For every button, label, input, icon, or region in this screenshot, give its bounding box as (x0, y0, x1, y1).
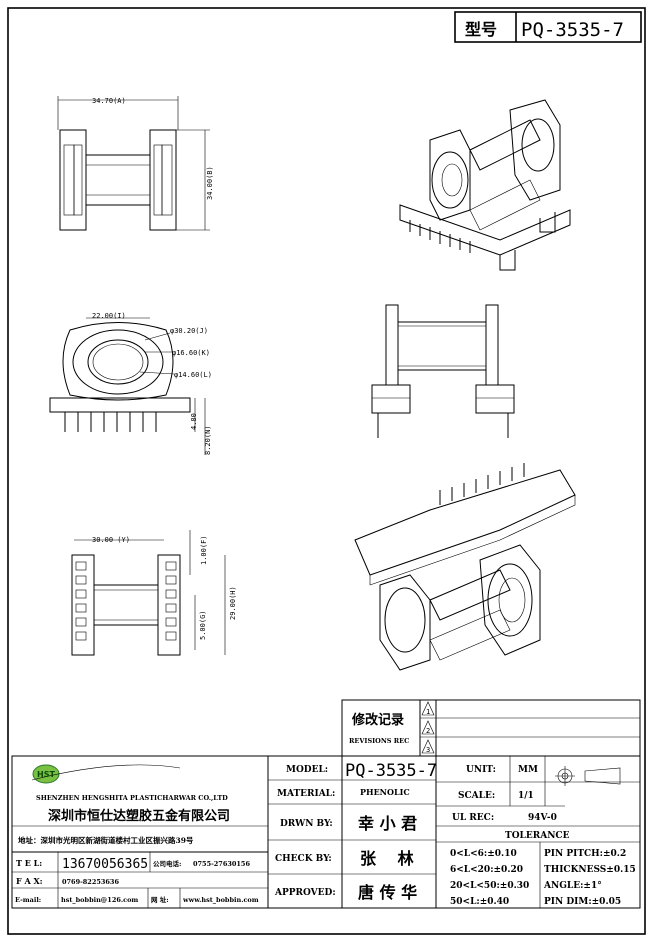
company-name-cn: 深圳市恒仕达塑胶五金有限公司 (48, 808, 230, 824)
spec-tolerance-label: TOLERANCE (505, 831, 570, 841)
dim-dia-k: φ16.60(K) (172, 349, 210, 357)
spec-model-value: PQ-3535-7 (345, 761, 437, 781)
dim-pin-short: 4.80 (190, 413, 198, 430)
title-block: HST SHENZHEN HENGSHITA PLASTICHARWAR CO.… (11, 755, 641, 909)
other-tolerance-1: PIN PITCH:±0.2 (544, 849, 626, 859)
spec-scale-value: 1/1 (518, 791, 534, 801)
web-value: www.hst_bobbin.com (182, 896, 259, 904)
fax-label: F A X: (16, 876, 43, 886)
dim-pin-long: 8.20(N) (204, 425, 212, 455)
iso-view-top (399, 99, 571, 271)
other-tolerance-3: ANGLE:±1° (543, 881, 602, 891)
revision-mark-1: 1 (421, 701, 435, 716)
spec-material-label: MATERIAL: (277, 789, 335, 799)
dim-bottom-g: 5.00(G) (199, 610, 207, 640)
dim-bottom-width: 30.00 (Y) (92, 536, 130, 544)
spec-drawn-label: DRWN BY: (280, 819, 333, 829)
spec-approved-label: APPROVED: (274, 888, 336, 898)
dim-top-height: 34.00(B) (206, 166, 214, 200)
logo-text: HST (37, 770, 55, 779)
dim-bottom-height: 29.00(H) (229, 586, 237, 620)
company-address: 地址：深圳市光明区新湖街道楼村工业区振兴路39号 (18, 835, 194, 845)
revision-mark-2: 2 (421, 720, 435, 735)
front-view: 22.00(I) φ30.20(J) φ16.60(K) φ14.60(L) 4… (49, 312, 212, 455)
model-header: 型号 PQ-3535-7 (454, 11, 642, 43)
spec-scale-label: SCALE: (458, 791, 495, 801)
projection-symbol-icon (555, 766, 621, 786)
model-header-label: 型号 (465, 20, 497, 39)
bottom-view: 30.00 (Y) 1.00(F) 29.00(H) 5.00(G) (71, 530, 237, 656)
spec-unit-value: MM (518, 765, 538, 775)
svg-text:1: 1 (426, 708, 430, 716)
spec-ul-label: UL REC: (452, 813, 494, 823)
svg-text:2: 2 (426, 727, 430, 735)
tolerance-row-1: 0<L<6:±0.10 (450, 849, 517, 859)
email-label: E-mail: (15, 896, 41, 904)
revision-mark-3: 3 (421, 739, 435, 754)
iso-view-bottom (354, 463, 576, 671)
email-value: hst_bobbin@126.com (61, 896, 138, 904)
tolerance-row-2: 6<L<20:±0.20 (450, 865, 523, 875)
spec-drawn-value: 幸 小 君 (358, 814, 417, 833)
spec-unit-label: UNIT: (466, 765, 496, 775)
dim-dia-j: φ30.20(J) (170, 327, 208, 335)
tel-value: 13670056365 (62, 857, 148, 872)
dim-dia-l: φ14.60(L) (174, 371, 212, 379)
spec-material-value: PHENOLIC (360, 787, 410, 797)
top-view: 34.70(A) 34.00(B) (57, 96, 214, 231)
spec-ul-value: 94V-0 (528, 813, 557, 823)
tolerance-row-3: 20<L<50:±0.30 (450, 881, 529, 891)
dim-top-width: 34.70(A) (92, 97, 126, 105)
tolerance-row-4: 50<L:±0.40 (450, 897, 509, 907)
spec-approved-value: 唐 传 华 (358, 883, 417, 902)
tel-label: T E L: (16, 858, 42, 868)
spec-model-label: MODEL: (286, 765, 328, 775)
spec-check-value: 张 林 (360, 849, 414, 868)
svg-text:3: 3 (426, 746, 430, 754)
fax-value: 0769-82253636 (62, 878, 119, 886)
company-logo: HST (31, 764, 181, 784)
revisions-label-cn: 修改记录 (351, 712, 404, 728)
revisions-block: 修改记录 REVISIONS REC 1 2 3 (341, 699, 641, 757)
other-tolerance-2: THICKNESS±0.15 (544, 865, 636, 875)
phone-label: 公司电话: (153, 859, 181, 868)
dim-front-inner: 22.00(I) (92, 312, 126, 320)
side-view (371, 304, 515, 438)
phone-value: 0755-27630156 (193, 860, 250, 868)
other-tolerance-4: PIN DIM:±0.05 (544, 897, 621, 907)
model-header-value: PQ-3535-7 (521, 19, 624, 41)
spec-check-label: CHECK BY: (275, 854, 332, 864)
dim-bottom-pitch: 1.00(F) (200, 535, 208, 565)
web-label: 网 址: (151, 895, 169, 904)
sheet-border (7, 7, 646, 935)
company-name-en: SHENZHEN HENGSHITA PLASTICHARWAR CO.,LTD (36, 794, 228, 802)
revisions-label-en: REVISIONS REC (349, 737, 409, 745)
